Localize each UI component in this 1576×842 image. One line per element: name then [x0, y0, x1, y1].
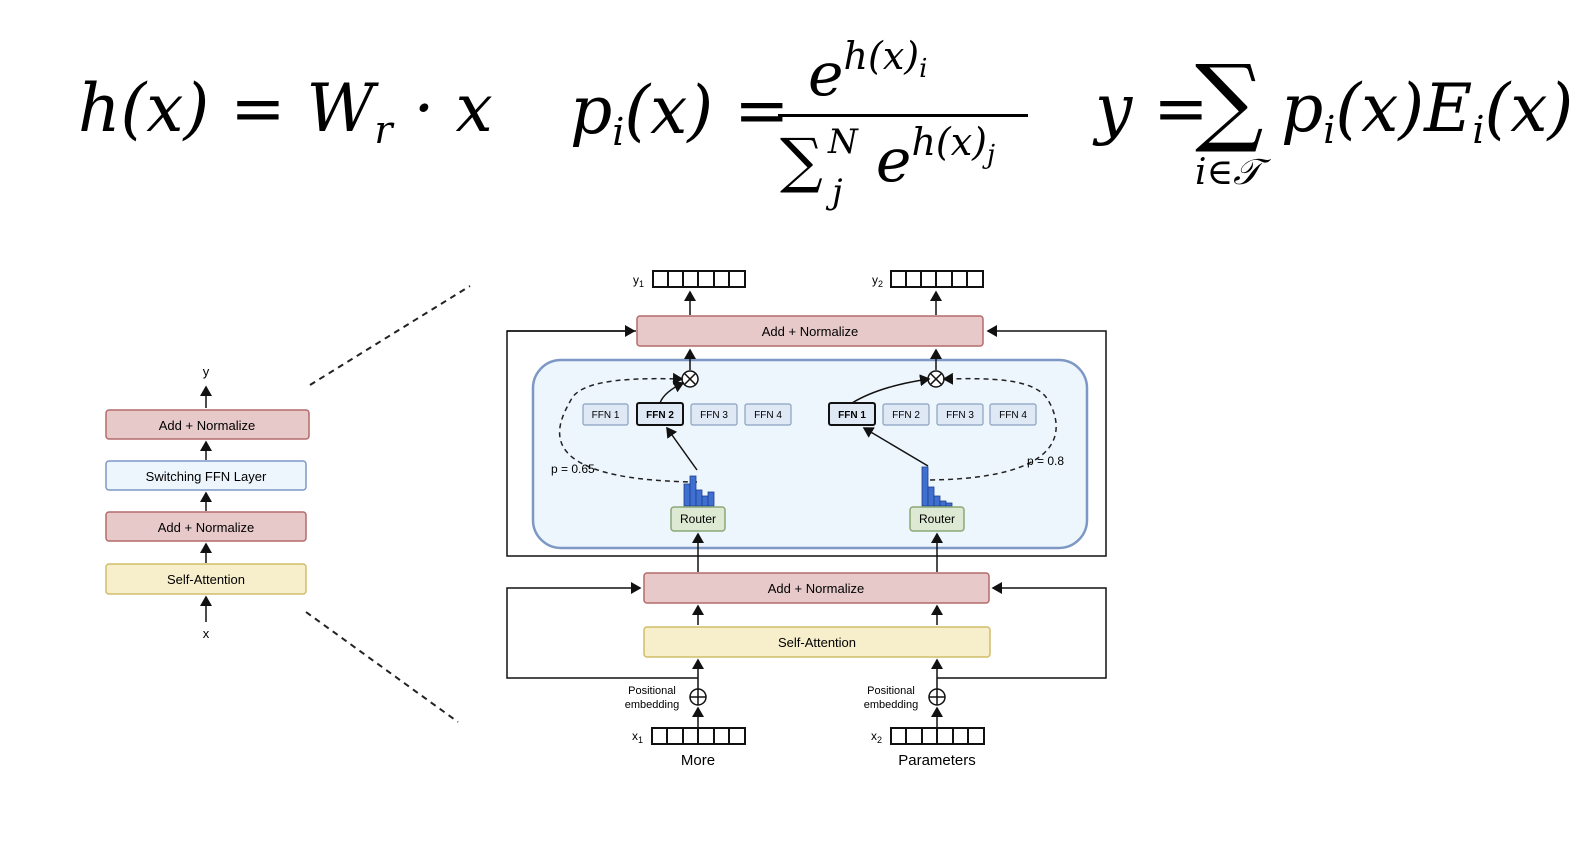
ffn-right-2-label: FFN 2 — [892, 410, 920, 421]
left-add-normalize-top — [105, 409, 310, 440]
left-self-attention-label: Self-Attention — [167, 572, 245, 587]
ffn-left-4 — [744, 403, 792, 426]
input-word-parameters: Parameters — [898, 752, 976, 769]
ffn-right-2 — [882, 403, 930, 426]
input-word-more: More — [681, 752, 715, 769]
router-lhs: h(x) — [78, 70, 210, 147]
ffn-right-3-label: FFN 3 — [946, 410, 974, 421]
left-switching-ffn — [105, 460, 307, 491]
ffn-left-1-label: FFN 1 — [592, 410, 620, 421]
input-x2-vector — [890, 727, 985, 745]
residual-frame-bottom-right — [937, 582, 1107, 679]
multiply-node-left — [681, 370, 699, 388]
fraction-bar — [778, 114, 1028, 117]
zoom-line-top — [309, 285, 471, 386]
ffn-left-3 — [690, 403, 738, 426]
positional-label-right: Positional — [867, 685, 915, 697]
ffn-right-1-label: FFN 1 — [838, 410, 866, 421]
equation-router: h(x) = Wr · x — [78, 70, 493, 152]
router-right-label: Router — [919, 512, 955, 526]
gate-den-base: e — [875, 126, 912, 196]
right-add-normalize-top-label: Add + Normalize — [762, 324, 858, 339]
gate-den-sum-sup: N — [828, 122, 858, 162]
output-term-sub: i — [1323, 108, 1336, 152]
gate-den-sum-sub: j — [832, 172, 843, 212]
router-left — [670, 506, 726, 532]
input-x2-label: x2 — [871, 729, 882, 745]
gate-num-sup: h(x) — [843, 34, 920, 78]
prob-right-label: p = 0.8 — [1027, 454, 1064, 468]
left-switching-ffn-label: Switching FFN Layer — [146, 469, 267, 484]
output-y1-label: y1 — [633, 273, 644, 289]
embedding-label-left: embedding — [625, 699, 679, 711]
output-term-tail: (x) — [1484, 70, 1574, 147]
router-histogram-right — [921, 466, 953, 507]
left-self-attention — [105, 563, 307, 595]
prob-path-right — [929, 372, 1057, 481]
gate-num-sup-sub: i — [919, 54, 928, 84]
router-left-label: Router — [680, 512, 716, 526]
gate-num-base: e — [808, 40, 844, 110]
embedding-label-right: embedding — [864, 699, 918, 711]
prob-left-label: p = 0.65 — [551, 462, 595, 476]
residual-frame-bottom-left — [506, 582, 698, 679]
prob-path-left — [558, 372, 698, 483]
gate-lhs-tail: (x) — [624, 72, 714, 149]
router-histogram-left — [683, 475, 715, 507]
output-y1-vector — [652, 270, 746, 288]
output-y2-label: y2 — [872, 273, 883, 289]
output-lhs: y — [1095, 70, 1133, 147]
positional-add-left — [689, 688, 707, 706]
router-right — [909, 506, 965, 532]
left-block: y Add + Normalize Switching FFN Layer Ad… — [105, 364, 310, 641]
output-y2-vector — [890, 270, 984, 288]
ffn-left-3-label: FFN 3 — [700, 410, 728, 421]
router-rhs-tail: · x — [413, 70, 493, 147]
right-add-normalize-bottom-label: Add + Normalize — [768, 581, 864, 596]
right-self-attention — [643, 626, 991, 658]
input-x1-label: x1 — [632, 729, 643, 745]
left-add-normalize-bottom-label: Add + Normalize — [158, 520, 254, 535]
ffn-left-4-label: FFN 4 — [754, 410, 782, 421]
left-bottom-label: x — [203, 626, 210, 641]
gate-den-sum: ∑ — [780, 126, 823, 196]
output-term: p — [1281, 70, 1324, 147]
multiply-node-right — [927, 370, 945, 388]
equation-output: y = ∑ i∈𝒯 pi(x)Ei(x) — [1095, 44, 1574, 193]
positional-add-right — [928, 688, 946, 706]
output-term-mid: (x)E — [1335, 70, 1473, 147]
right-block: y1 y2 Add + Normalize — [506, 270, 1107, 769]
ffn-right-3 — [936, 403, 984, 426]
input-x1-vector — [651, 727, 746, 745]
switching-ffn-region — [531, 358, 1089, 550]
output-term-sub2: i — [1472, 108, 1485, 152]
gate-lhs: p — [570, 72, 613, 149]
output-sum-sub: i∈𝒯 — [1195, 152, 1261, 193]
ffn-left-2-label: FFN 2 — [646, 410, 674, 421]
left-add-normalize-top-label: Add + Normalize — [159, 418, 255, 433]
right-self-attention-label: Self-Attention — [778, 635, 856, 650]
zoom-line-bottom — [305, 611, 459, 723]
left-add-normalize-bottom — [105, 511, 307, 542]
router-weight-sub: r — [374, 108, 393, 152]
output-sum: ∑ — [1195, 44, 1264, 156]
right-add-normalize-bottom — [643, 572, 990, 604]
ffn-right-4 — [989, 403, 1037, 426]
positional-label-left: Positional — [628, 685, 676, 697]
right-add-normalize-top — [636, 315, 984, 347]
router-weight: W — [306, 70, 375, 147]
ffn-left-1 — [582, 403, 629, 426]
ffn-right-4-label: FFN 4 — [999, 410, 1027, 421]
gate-den-sup: h(x) — [911, 120, 987, 164]
gate-den-sup-sub: j — [987, 140, 996, 170]
left-top-label: y — [203, 364, 210, 379]
gate-lhs-sub: i — [612, 110, 625, 154]
